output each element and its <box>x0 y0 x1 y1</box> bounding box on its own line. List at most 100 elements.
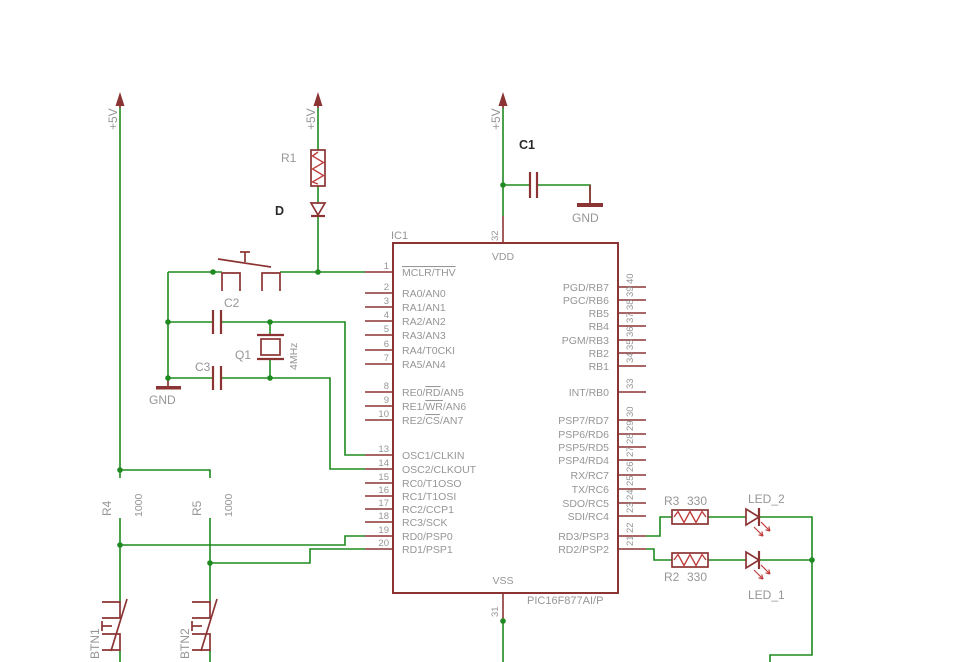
junction-dot <box>809 557 815 563</box>
label-c2: C2 <box>224 296 240 310</box>
wire-segment <box>210 548 365 564</box>
ic-pin-name: RA1/AN1 <box>402 302 446 314</box>
ic-pin-number: 28 <box>625 433 636 444</box>
ic-pin-number: 25 <box>625 475 636 486</box>
junction-dot <box>500 618 506 624</box>
crystal-body <box>260 338 281 356</box>
junction-dot <box>207 560 213 566</box>
ground-bar <box>577 203 603 207</box>
ic-pin-name: RE1/WR/AN6 <box>402 401 466 413</box>
led-triangle <box>745 507 761 527</box>
ic-pin-number: 15 <box>378 472 389 483</box>
resistor-r2 <box>671 552 709 568</box>
power-flag-3 <box>498 92 508 108</box>
ic-pin-number: 9 <box>384 395 389 406</box>
label-power-2: +5V <box>304 108 318 130</box>
power-flag-1 <box>115 92 125 108</box>
label-power-1: +5V <box>106 108 120 130</box>
switch-lever <box>110 598 128 652</box>
ic-pin-number: 20 <box>378 538 389 549</box>
ic-pin-name: RA3/AN3 <box>402 330 446 342</box>
ic-pin-name: RX/RC7 <box>570 470 609 482</box>
ic-pin-number: 18 <box>378 511 389 522</box>
junction-dot <box>117 467 123 473</box>
ic-body <box>392 242 619 594</box>
ic-vdd-label: VDD <box>492 251 515 263</box>
label-r5-value: 1000 <box>223 493 235 517</box>
label-r3: R3 <box>664 494 680 508</box>
wire-segment <box>646 548 672 561</box>
label-r4: R4 <box>100 500 114 516</box>
ic-pin-name: PSP5/RD5 <box>558 442 609 454</box>
ground-symbol-2 <box>577 185 603 207</box>
label-d: D <box>275 204 284 218</box>
led-triangle <box>745 550 761 570</box>
led-led1 <box>745 550 771 580</box>
ic-pin-number: 37 <box>625 312 636 323</box>
ic-pin-number: 14 <box>378 458 389 469</box>
ic-pin-number: 6 <box>384 339 389 350</box>
crystal-q1 <box>257 333 284 361</box>
ic-pin-layer: 1MCLR/THV2RA0/AN03RA1/AN14RA2/AN25RA3/AN… <box>365 261 646 556</box>
label-gnd-2: GND <box>572 211 599 225</box>
diode-d <box>309 202 327 218</box>
ic-pin-name: MCLR/THV <box>402 267 456 279</box>
junction-dot <box>210 269 216 275</box>
ic-pin-number: 19 <box>378 525 389 536</box>
ic-pin-name: RC3/SCK <box>402 517 448 529</box>
ic-pin-number: 2 <box>384 282 389 293</box>
junction-dot <box>165 375 171 381</box>
ic-pin-number: 38 <box>625 299 636 310</box>
switch-lever <box>217 258 272 268</box>
ic-pin-name: RA2/AN2 <box>402 316 446 328</box>
ic-pin-number: 7 <box>384 353 389 364</box>
ic-pin-number: 10 <box>378 409 389 420</box>
junction-dot <box>165 319 171 325</box>
ic-pin-number: 31 <box>490 606 501 617</box>
wire-segment <box>759 516 813 662</box>
capacitor-c1 <box>528 172 539 198</box>
ic-pin-number: 3 <box>384 296 389 307</box>
resistor-body <box>671 509 709 525</box>
switch-contact <box>221 272 241 291</box>
ic-pin-name: RD3/PSP3 <box>558 531 609 543</box>
ic-pin-number: 29 <box>625 420 636 431</box>
label-q1-value: 4MHz <box>288 343 300 370</box>
ic-pin-name: OSC2/CLKOUT <box>402 464 477 476</box>
junction-dot <box>117 542 123 548</box>
power-arrow-icon <box>115 92 125 106</box>
ic-name: IC1 <box>391 230 408 242</box>
resistor-zigzag <box>673 510 707 524</box>
wire-segment <box>270 321 365 456</box>
ic-pin-number: 16 <box>378 485 389 496</box>
label-r3-value: 330 <box>687 494 707 508</box>
ic-pin-number: 24 <box>625 489 636 500</box>
ground-bar <box>156 386 181 390</box>
junction-dot <box>315 269 321 275</box>
ic-pin-name: RD2/PSP2 <box>558 544 609 556</box>
ic-pin-name: RA5/AN4 <box>402 359 446 371</box>
ic-pin-number: 17 <box>378 498 389 509</box>
led-emission-arrow <box>760 564 771 575</box>
ic-pin-number: 13 <box>378 444 389 455</box>
power-arrow-icon <box>313 92 323 106</box>
capacitor-c3 <box>211 366 223 390</box>
ic-pin-name: PSP6/RD6 <box>558 429 609 441</box>
ic-pin-number: 34 <box>625 352 636 363</box>
ic-pin-number: 35 <box>625 339 636 350</box>
resistor-zigzag <box>673 553 707 567</box>
ic-pin-number: 33 <box>625 378 636 389</box>
ic-part-number: PIC16F877AI/P <box>527 595 603 607</box>
ic-pic16f877a: 1MCLR/THV2RA0/AN03RA1/AN14RA2/AN25RA3/AN… <box>365 216 646 621</box>
ic-pin-name: RB4 <box>589 321 610 333</box>
ic-pin-name: PGM/RB3 <box>562 335 609 347</box>
switch-contact <box>261 272 281 291</box>
switch-contact <box>192 601 211 619</box>
ic-pin-name: RE2/CS/AN7 <box>402 415 463 427</box>
ic-pin-name: PSP7/RD7 <box>558 415 609 427</box>
label-r4-value: 1000 <box>133 493 145 517</box>
ic-pin-name: INT/RB0 <box>569 387 609 399</box>
ic-pin-name: PGC/RB6 <box>563 295 609 307</box>
